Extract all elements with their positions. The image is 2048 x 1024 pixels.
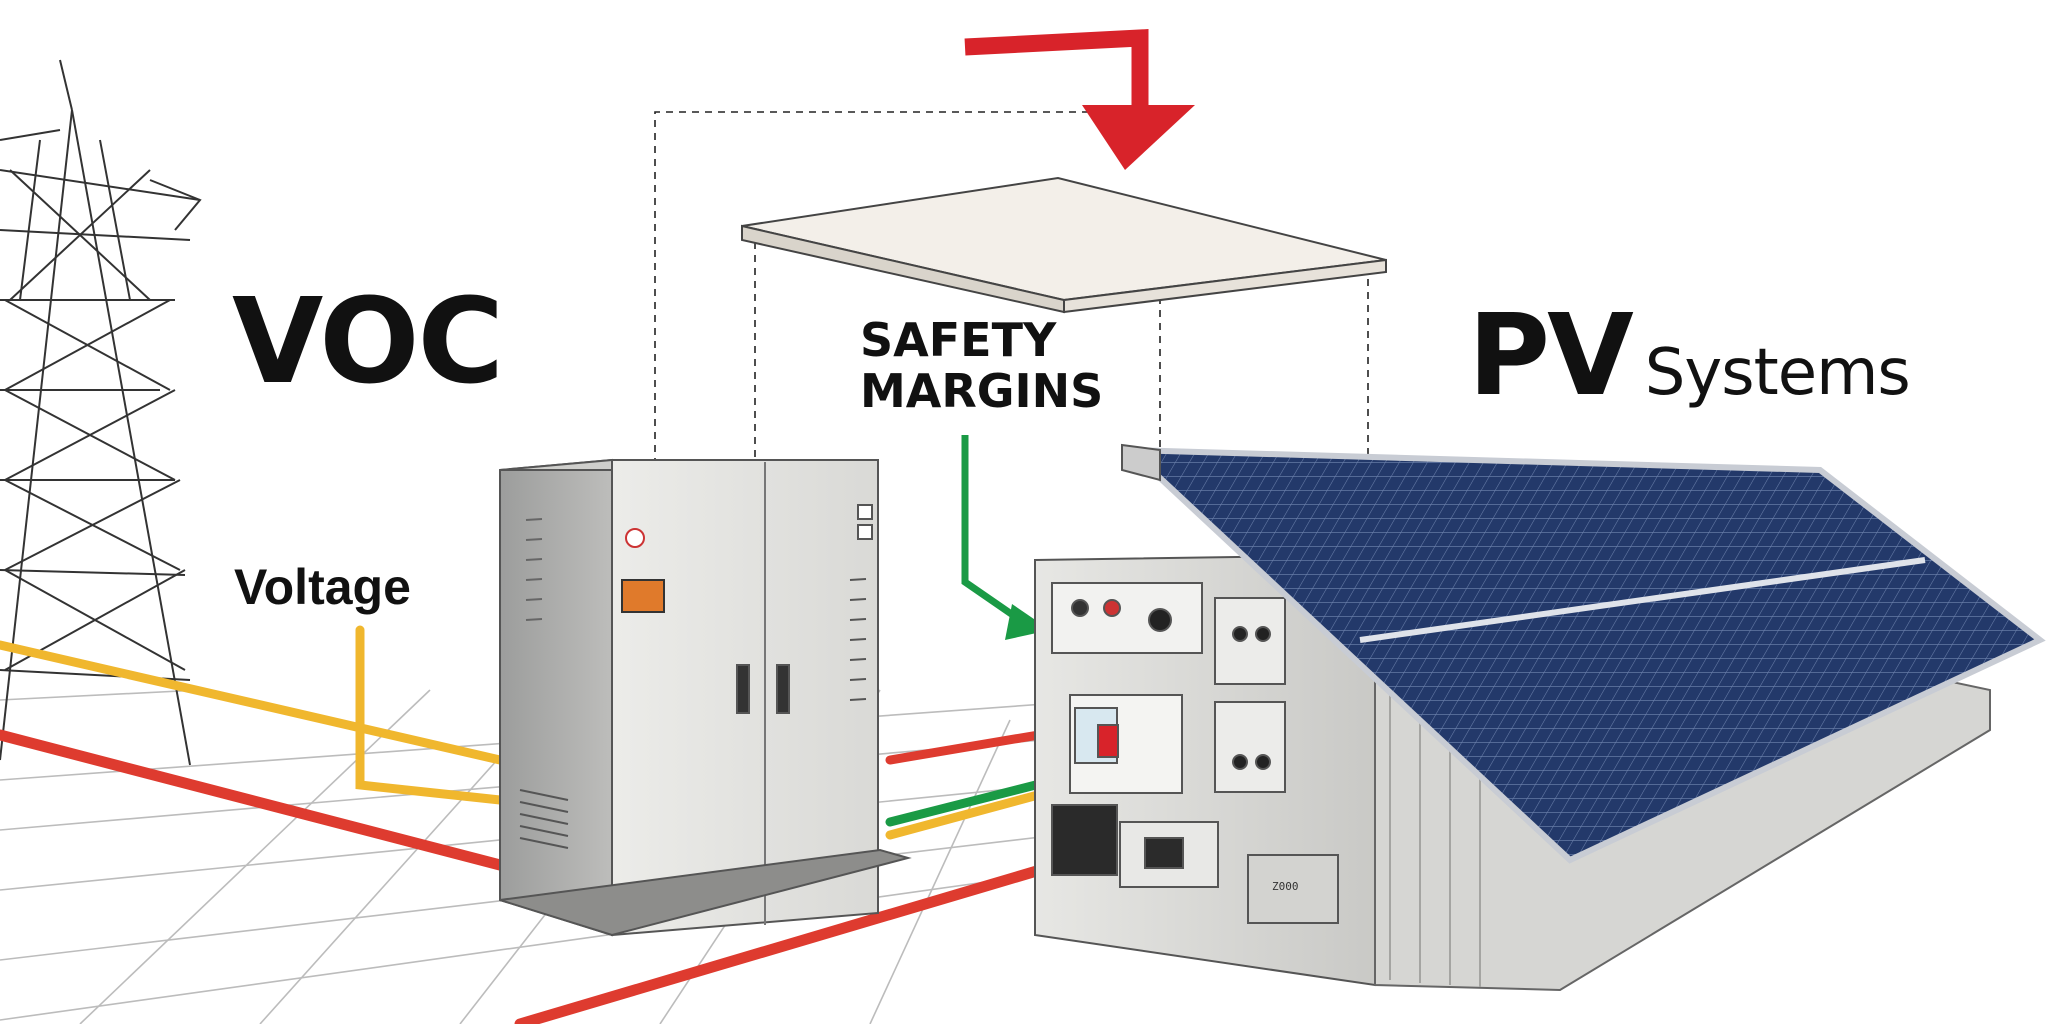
transmission-tower [0, 60, 200, 765]
electrical-cabinet [500, 460, 908, 935]
pv-title-light: Systems [1645, 336, 1910, 410]
red-down-arrow [965, 38, 1195, 170]
safety-margins-label: SAFETY MARGINS [860, 315, 1103, 416]
device-plate-label: Z000 [1272, 880, 1299, 893]
pv-title-bold: PV [1468, 291, 1631, 421]
safety-margins-line1: SAFETY [860, 315, 1103, 366]
safety-margins-line2: MARGINS [860, 366, 1103, 417]
voc-label: VOC [232, 282, 502, 400]
safety-margin-plate [742, 178, 1386, 312]
voltage-label: Voltage [234, 562, 411, 612]
